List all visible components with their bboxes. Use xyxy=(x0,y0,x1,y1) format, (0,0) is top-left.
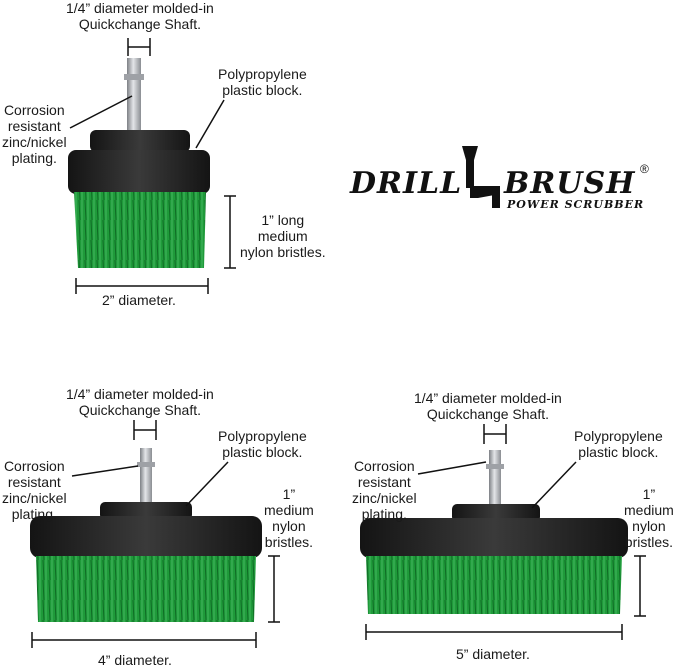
shaft-2in xyxy=(127,58,141,134)
shaft-label-4in: 1/4” diameter molded-in Quickchange Shaf… xyxy=(66,386,214,418)
bristles-4in xyxy=(36,556,256,622)
bristle-label-5in: 1” medium nylon bristles. xyxy=(624,486,674,550)
bristle-label-2in: 1” long medium nylon bristles. xyxy=(240,212,326,260)
bristles-5in xyxy=(366,556,622,614)
registered-mark: ® xyxy=(640,162,649,176)
plating-label-2in: Corrosion resistant zinc/nickel plating. xyxy=(2,102,67,166)
diameter-label-5in: 5” diameter. xyxy=(456,646,530,662)
drill-brush-logo: DRILL BRUSH POWER SCRUBBER ® xyxy=(350,160,660,220)
logo-tagline: POWER SCRUBBER xyxy=(507,198,645,211)
plating-label-4in: Corrosion resistant zinc/nickel plating. xyxy=(2,458,67,522)
bristle-label-4in: 1” medium nylon bristles. xyxy=(264,486,314,550)
brush-2in xyxy=(68,38,236,294)
block-top-2in xyxy=(90,130,190,152)
shaft-label-2in: 1/4” diameter molded-in Quickchange Shaf… xyxy=(66,0,214,32)
bristles-2in xyxy=(74,192,206,268)
block-top-4in xyxy=(100,502,192,520)
logo-word-brush: BRUSH xyxy=(504,166,636,201)
block-label-5in: Polypropylene plastic block. xyxy=(574,428,663,460)
diameter-label-2in: 2” diameter. xyxy=(102,292,176,308)
shaft-label-5in: 1/4” diameter molded-in Quickchange Shaf… xyxy=(414,390,562,422)
logo-word-drill: DRILL xyxy=(350,166,463,201)
block-label-2in: Polypropylene plastic block. xyxy=(218,66,307,98)
brush-4in xyxy=(30,420,280,648)
drill-figure-icon xyxy=(462,146,500,208)
plating-label-5in: Corrosion resistant zinc/nickel plating. xyxy=(352,458,417,522)
block-5in xyxy=(360,518,628,558)
block-4in xyxy=(30,516,262,558)
block-top-5in xyxy=(452,504,540,522)
shaft-5in xyxy=(489,450,501,508)
shaft-4in xyxy=(140,448,152,506)
diameter-label-4in: 4” diameter. xyxy=(98,652,172,668)
brush-5in xyxy=(360,424,646,640)
block-label-4in: Polypropylene plastic block. xyxy=(218,428,307,460)
block-2in xyxy=(68,150,210,194)
